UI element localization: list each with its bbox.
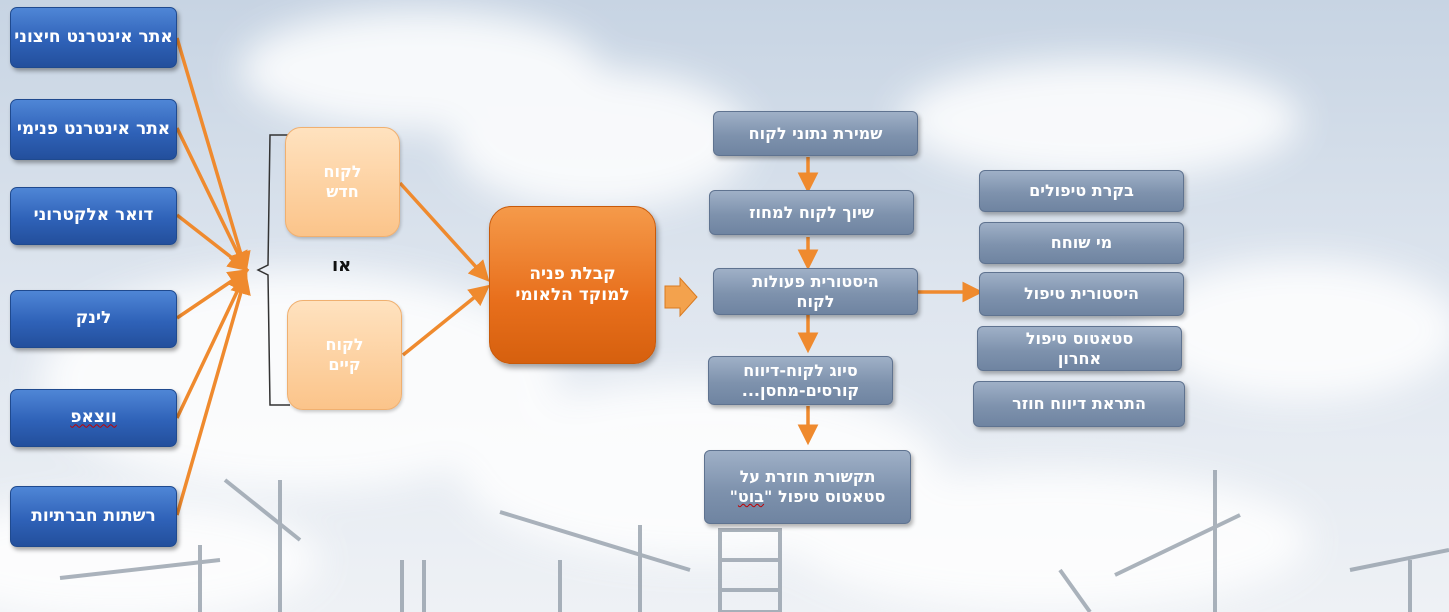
process-label: סיוג לקוח-דיווח קורסים-מחסן... (741, 360, 860, 400)
outcome-label: בקרת טיפולים (1029, 181, 1134, 200)
outcome-label: סטאטוס טיפול אחרון (1025, 328, 1134, 368)
process-box-classification: סיוג לקוח-דיווח קורסים-מחסן... (708, 356, 893, 405)
outcome-box-treatment-history: היסטורית טיפול (979, 272, 1184, 316)
process-box-action-history: היסטורית פעולות לקוח (713, 268, 918, 315)
outcome-box-who-talked: מי שוחח (979, 222, 1184, 264)
source-label: אתר אינטרנט פנימי (16, 118, 171, 139)
outcome-box-last-status: סטאטוס טיפול אחרון (977, 326, 1182, 371)
process-box-save-customer-data: שמירת נתוני לקוח (713, 111, 918, 156)
source-label: אתר אינטרנט חיצוני (14, 26, 173, 47)
process-box-assign-district: שיוך לקוח למחוז (709, 190, 914, 235)
outcome-label: התראת דיווח חוזר (1012, 394, 1146, 413)
source-label: רשתות חברתיות (31, 505, 156, 526)
source-box-external-website: אתר אינטרנט חיצוני (10, 7, 177, 68)
new-customer-box: לקוח חדש (285, 127, 400, 237)
source-box-social-networks: רשתות חברתיות (10, 486, 177, 547)
source-label: דואר אלקטרוני (33, 205, 154, 226)
source-label: לינק (75, 308, 112, 329)
source-box-whatsapp: ווצאפ (10, 389, 177, 447)
source-box-link: לינק (10, 290, 177, 348)
process-label: תקשורת חוזרת על סטאטוס טיפול "בוט" (729, 467, 886, 506)
existing-customer-label: לקוח קיים (325, 335, 364, 374)
source-box-internal-website: אתר אינטרנט פנימי (10, 99, 177, 160)
outcome-box-treatment-control: בקרת טיפולים (979, 170, 1184, 212)
or-label: או (332, 255, 352, 276)
center-label: קבלת פניה למוקד הלאומי (515, 263, 630, 305)
outcome-label: היסטורית טיפול (1023, 284, 1140, 303)
process-label: שמירת נתוני לקוח (748, 123, 883, 143)
source-box-email: דואר אלקטרוני (10, 187, 177, 245)
process-label: היסטורית פעולות לקוח (752, 271, 879, 311)
outcome-label: מי שוחח (1050, 233, 1113, 252)
existing-customer-box: לקוח קיים (287, 300, 402, 410)
outcome-box-repeat-report-alert: התראת דיווח חוזר (973, 381, 1185, 427)
national-call-center-box: קבלת פניה למוקד הלאומי (489, 206, 656, 364)
process-box-followup-bot: תקשורת חוזרת על סטאטוס טיפול "בוט" (704, 450, 911, 524)
new-customer-label: לקוח חדש (323, 162, 362, 201)
process-label: שיוך לקוח למחוז (749, 202, 874, 222)
source-label: ווצאפ (70, 407, 117, 428)
